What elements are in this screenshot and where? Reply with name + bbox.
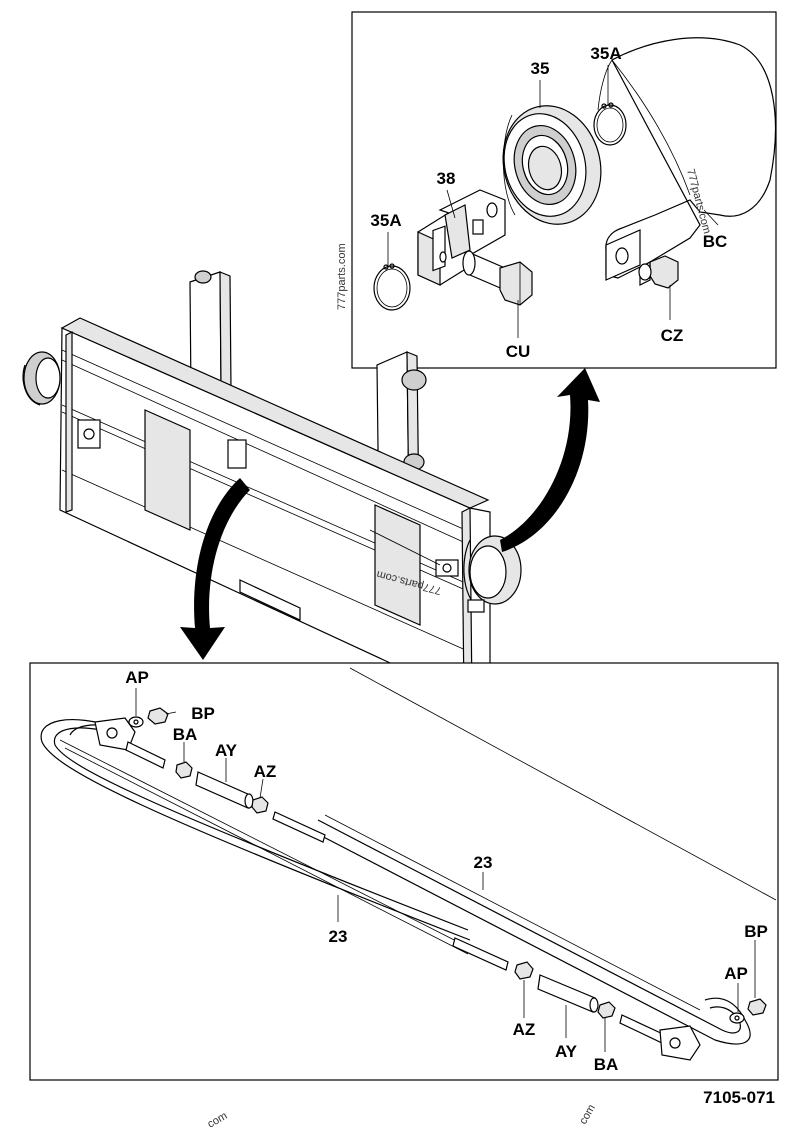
watermark-bottom-left: com	[206, 1110, 230, 1131]
guard-housing	[597, 37, 777, 281]
figure-number: 7105-071	[703, 1088, 775, 1107]
callout-cz: CZ	[661, 326, 684, 345]
watermark-bottom-right: com	[577, 1103, 598, 1127]
right-clevis	[619, 1014, 701, 1061]
washer-ap-right	[729, 1012, 745, 1024]
main-assembly: 777parts.com	[22, 270, 522, 701]
rod-left	[272, 811, 326, 843]
callout-ay-left: AY	[215, 741, 238, 760]
callout-ap-right: AP	[724, 964, 748, 983]
leaf-chain	[40, 718, 751, 1045]
bottom-detail-box: AP BP BA AY AZ 23 23 BP AP AZ AY BA	[29, 662, 779, 1081]
retaining-ring-top	[593, 102, 627, 146]
callout-23-lower: 23	[329, 927, 348, 946]
top-leader-lines	[387, 65, 719, 338]
callout-ay-right: AY	[555, 1042, 578, 1061]
watermark-top-box: 777parts.com	[336, 243, 348, 310]
callout-23-upper: 23	[474, 853, 493, 872]
rod-right	[452, 937, 509, 971]
callout-ba-right: BA	[594, 1055, 619, 1074]
callout-bc: BC	[703, 232, 728, 251]
bolt-cu	[462, 250, 533, 306]
callout-bp-right: BP	[744, 922, 768, 941]
nut-bp-right	[747, 998, 767, 1016]
callout-35a-left: 35A	[370, 211, 401, 230]
callout-35: 35	[531, 59, 550, 78]
bolt-cz	[638, 255, 679, 289]
washer-ap-left	[128, 716, 144, 728]
nut-bp-left	[147, 707, 169, 725]
callout-az-left: AZ	[254, 762, 277, 781]
callout-ap-left: AP	[125, 668, 149, 687]
bottom-leader-lines	[135, 688, 756, 1052]
arrow-to-top-box	[500, 368, 600, 552]
arrow-to-bottom-box	[180, 478, 250, 660]
callout-35a-top: 35A	[590, 44, 621, 63]
left-clevis	[94, 717, 166, 769]
callout-38: 38	[437, 169, 456, 188]
callout-cu: CU	[506, 342, 531, 361]
top-detail-box: 35 35A 38 35A BC CU CZ 777parts.com 777p…	[336, 11, 777, 369]
bearing	[502, 105, 602, 225]
callout-ba-left: BA	[173, 725, 198, 744]
nut-az-right	[514, 961, 534, 980]
callout-az-right: AZ	[513, 1020, 536, 1039]
callout-bp-left: BP	[191, 704, 215, 723]
nut-az-left	[251, 796, 269, 814]
nut-ba-right	[597, 1001, 616, 1019]
nut-ba-left	[175, 761, 193, 779]
